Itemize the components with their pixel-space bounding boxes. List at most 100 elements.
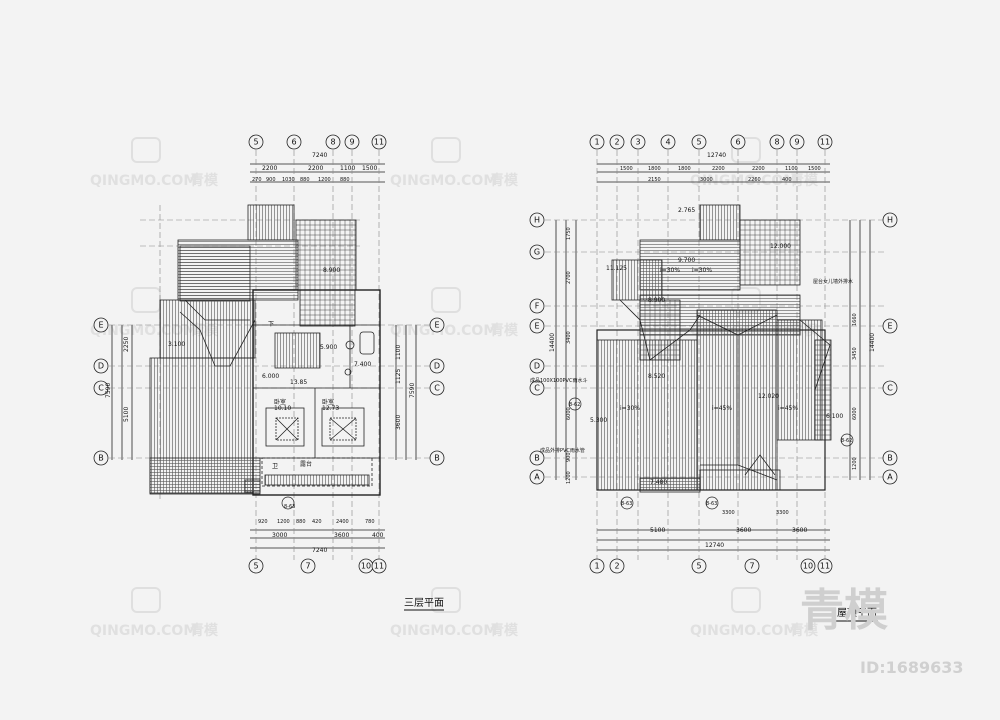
dim-bottom-1: 780 xyxy=(365,519,375,525)
watermark-logo-icon xyxy=(431,137,461,163)
grid-bubble-label: 6 xyxy=(735,138,740,147)
dim-bottom-1: 420 xyxy=(312,519,322,525)
dim-right: 1100 xyxy=(395,345,402,360)
grid-bubble-circle xyxy=(93,358,109,374)
roof-dim-top-1: 1800 xyxy=(678,166,691,172)
roof-dim-left: 2700 xyxy=(566,271,572,284)
roof-dim-left-overall: 14400 xyxy=(549,333,556,352)
third-floor-plan-title: 三层平面 xyxy=(404,597,444,609)
detail-ref: 8-63 xyxy=(284,504,295,510)
grid-axis-right-D: D xyxy=(429,358,445,374)
grid-bubble-circle xyxy=(344,134,360,150)
dim-top-2: 1030 xyxy=(282,177,295,183)
grid-bubble-label: E xyxy=(534,322,539,331)
grid-axis-right-E: E xyxy=(429,317,445,333)
grid-bubble-circle xyxy=(800,558,816,574)
roof-dim-left: 3400 xyxy=(566,331,572,344)
roof-level-mark: 5.300 xyxy=(590,417,607,424)
roof-slope: i=45% xyxy=(778,405,798,412)
roof-dim-top-1: 1500 xyxy=(620,166,633,172)
roof-level-mark: 8.520 xyxy=(648,373,665,380)
grid-bubble-label: H xyxy=(534,216,540,225)
grid-bubble-label: D xyxy=(434,362,440,371)
room-name: 卫 xyxy=(272,463,278,470)
grid-bubble-label: B xyxy=(534,454,540,463)
roof-detail-circle xyxy=(840,433,854,447)
roof-axis-bottom-11: 11 xyxy=(817,558,833,574)
grid-bubble-circle xyxy=(730,134,746,150)
dim-top-2: 880 xyxy=(300,177,310,183)
roof-level-mark: 11.125 xyxy=(606,265,627,272)
grid-axis-left-B: B xyxy=(93,450,109,466)
roof-detail-ref: 8-63 xyxy=(621,501,632,507)
grid-axis-left-C: C xyxy=(93,380,109,396)
grid-bubble-label: C xyxy=(534,384,540,393)
dim-right: 1125 xyxy=(395,369,402,384)
grid-bubble-circle xyxy=(93,317,109,333)
roof-axis-left-D: D xyxy=(529,358,545,374)
dim-bottom-1: 880 xyxy=(296,519,306,525)
roof-axis-right-B: B xyxy=(882,450,898,466)
dim-overall-top: 7240 xyxy=(312,152,327,159)
grid-bubble-circle xyxy=(589,558,605,574)
room-name: 露台 xyxy=(300,460,312,468)
grid-bubble-label: 5 xyxy=(696,138,701,147)
watermark-brand-cn: 青模 xyxy=(190,622,219,639)
roof-dim-right-overall: 14400 xyxy=(869,333,876,352)
grid-axis-bottom-7: 7 xyxy=(300,558,316,574)
roof-detail-ref: 8-62 xyxy=(569,402,580,408)
watermark-brand-cn: 青模 xyxy=(790,622,819,639)
roof-plan-title: 屋顶平面 xyxy=(837,607,877,619)
watermark-brand: QINGMO.COM xyxy=(390,173,497,189)
grid-bubble-label: G xyxy=(534,248,540,257)
grid-bubble-circle xyxy=(882,450,898,466)
dim-bottom-2: 400 xyxy=(372,532,384,539)
watermark-logo-icon xyxy=(131,587,161,613)
grid-bubble-circle xyxy=(744,558,760,574)
grid-bubble-label: 10 xyxy=(361,562,371,571)
roof-dim-top-1: 2200 xyxy=(712,166,725,172)
grid-bubble-label: C xyxy=(434,384,440,393)
room-area: 10.10 xyxy=(274,405,291,412)
watermark-brand-cn: 青模 xyxy=(490,322,519,339)
grid-bubble-circle xyxy=(817,134,833,150)
roof-axis-bottom-7: 7 xyxy=(744,558,760,574)
roof-axis-top-4: 4 xyxy=(660,134,676,150)
grid-bubble-circle xyxy=(371,134,387,150)
roof-detail-circle xyxy=(620,496,634,510)
dim-top-1: 2200 xyxy=(308,165,323,172)
grid-bubble-circle xyxy=(882,318,898,334)
grid-axis-right-C: C xyxy=(429,380,445,396)
dim-bottom-1: 1200 xyxy=(277,519,290,525)
grid-bubble-circle xyxy=(630,134,646,150)
dim-right: 3600 xyxy=(395,415,402,430)
roof-axis-left-A: A xyxy=(529,469,545,485)
roof-dim-bottom-1: 3300 xyxy=(722,510,735,516)
grid-axis-top-11: 11 xyxy=(371,134,387,150)
grid-axis-bottom-11: 11 xyxy=(371,558,387,574)
roof-axis-bottom-10: 10 xyxy=(800,558,816,574)
watermark-logo-icon xyxy=(131,287,161,313)
grid-bubble-circle xyxy=(529,212,545,228)
grid-bubble-circle xyxy=(529,244,545,260)
watermark-logo-icon xyxy=(131,137,161,163)
roof-dim-bottom-1: 3300 xyxy=(776,510,789,516)
watermark-brand: QINGMO.COM xyxy=(390,623,497,639)
grid-bubble-label: 1 xyxy=(594,562,599,571)
roof-axis-bottom-2: 2 xyxy=(609,558,625,574)
grid-bubble-label: 10 xyxy=(803,562,813,571)
roof-dim-top-2: 3000 xyxy=(700,177,713,183)
grid-axis-left-E: E xyxy=(93,317,109,333)
grid-bubble-label: 11 xyxy=(374,138,384,147)
grid-bubble-circle xyxy=(300,558,316,574)
dim-top-2: 1200 xyxy=(318,177,331,183)
grid-bubble-label: 7 xyxy=(749,562,754,571)
grid-bubble-label: 9 xyxy=(349,138,354,147)
grid-bubble-label: B xyxy=(887,454,893,463)
grid-bubble-circle xyxy=(325,134,341,150)
